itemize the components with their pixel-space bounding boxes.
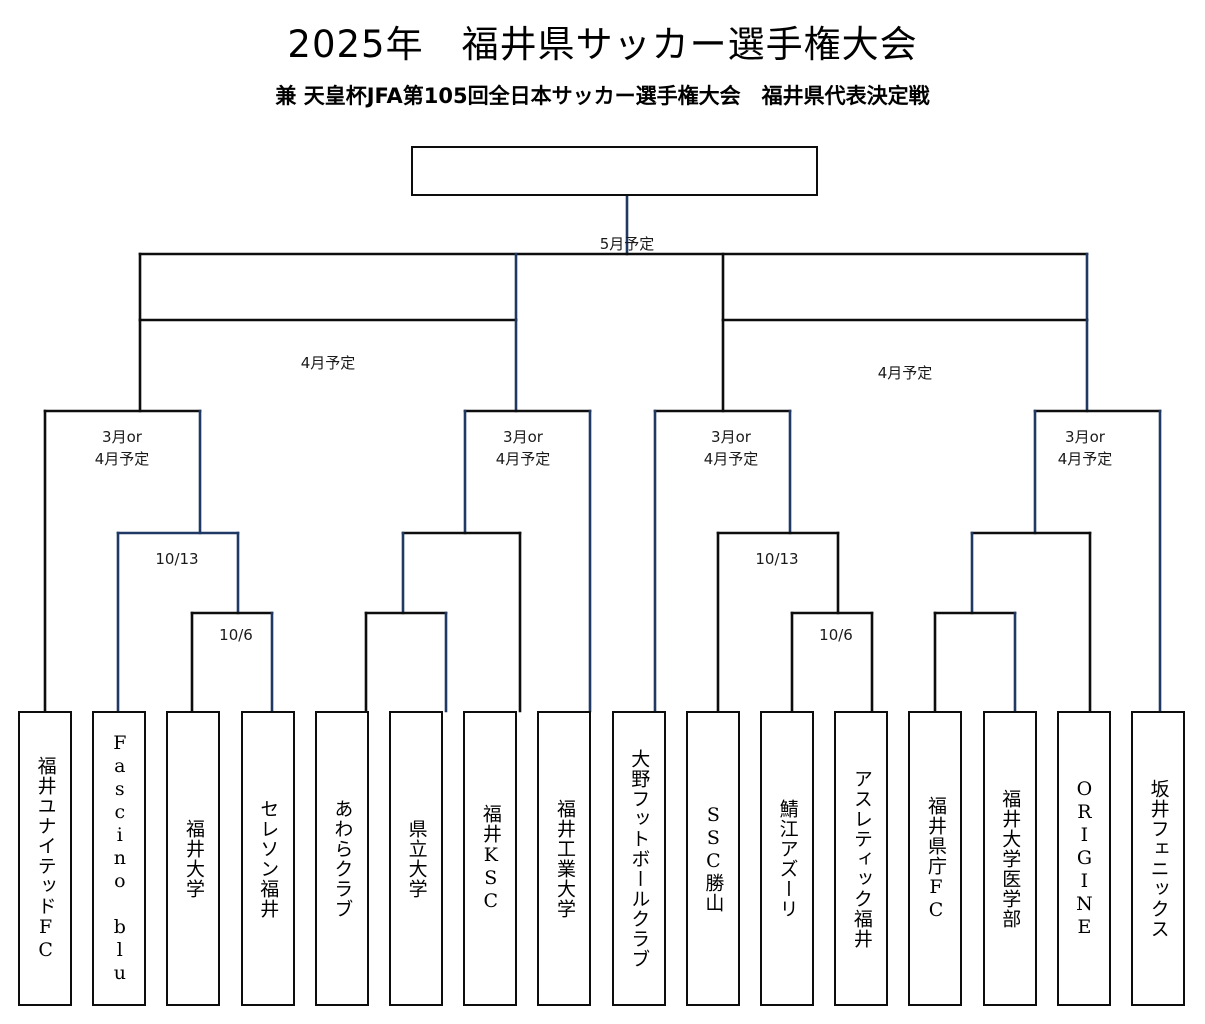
team-box[interactable]: 大野フットボールクラブ [611, 711, 666, 1006]
team-box[interactable]: 県立大学 [389, 711, 443, 1006]
team-name: セレソン福井 [257, 798, 280, 919]
team-box[interactable]: Fascino blu [92, 711, 147, 1006]
team-box[interactable]: 福井大学医学部 [982, 711, 1037, 1006]
team-name: ORIGINE [1073, 778, 1096, 939]
team-name: 福井県庁FC [925, 795, 948, 922]
team-box[interactable]: 福井県庁FC [908, 711, 963, 1006]
team-box[interactable]: 福井KSC [463, 711, 518, 1006]
round-label-r32-q1: 10/6 [219, 626, 253, 644]
team-name: 大野フットボールクラブ [628, 748, 651, 969]
round-label-r16-q1: 10/13 [155, 550, 199, 568]
team-box[interactable]: SSC勝山 [685, 711, 740, 1006]
team-box[interactable]: あわらクラブ [314, 711, 369, 1006]
team-name: 福井ユナイテッドFC [34, 755, 57, 962]
round-label-r32-q3: 10/6 [819, 626, 853, 644]
round-label-semifinal-right: 4月予定 [877, 364, 933, 382]
team-box[interactable]: ORIGINE [1056, 711, 1111, 1006]
round-label-semifinal-left: 4月予定 [300, 354, 356, 372]
team-box[interactable]: セレソン福井 [240, 711, 295, 1006]
team-name: 坂井フェニックス [1147, 778, 1170, 939]
champion-box[interactable] [411, 146, 818, 196]
team-name: 鯖江アズーリ [776, 798, 799, 919]
page-title: 2025年 福井県サッカー選手権大会 [287, 23, 918, 66]
team-name: SSC勝山 [702, 804, 725, 913]
page-subtitle: 兼 天皇杯JFA第105回全日本サッカー選手権大会 福井県代表決定戦 [275, 84, 930, 108]
team-name: 福井工業大学 [554, 798, 577, 919]
team-name: 福井大学 [183, 818, 206, 899]
team-name: 福井KSC [479, 804, 502, 913]
team-box[interactable]: 坂井フェニックス [1131, 711, 1185, 1006]
team-name: Fascino blu [108, 732, 131, 985]
round-label-final: 5月予定 [599, 235, 655, 253]
team-name: 福井大学医学部 [999, 788, 1022, 929]
team-box[interactable]: 福井大学 [166, 711, 221, 1006]
team-name: アスレティック福井 [850, 768, 873, 949]
round-label-r16-q3: 10/13 [755, 550, 799, 568]
team-box[interactable]: 鯖江アズーリ [760, 711, 814, 1006]
team-box[interactable]: 福井ユナイテッドFC [18, 711, 72, 1006]
team-box[interactable]: アスレティック福井 [834, 711, 889, 1006]
team-box[interactable]: 福井工業大学 [537, 711, 592, 1006]
team-name: 県立大学 [405, 818, 428, 899]
team-name: あわらクラブ [331, 798, 354, 919]
